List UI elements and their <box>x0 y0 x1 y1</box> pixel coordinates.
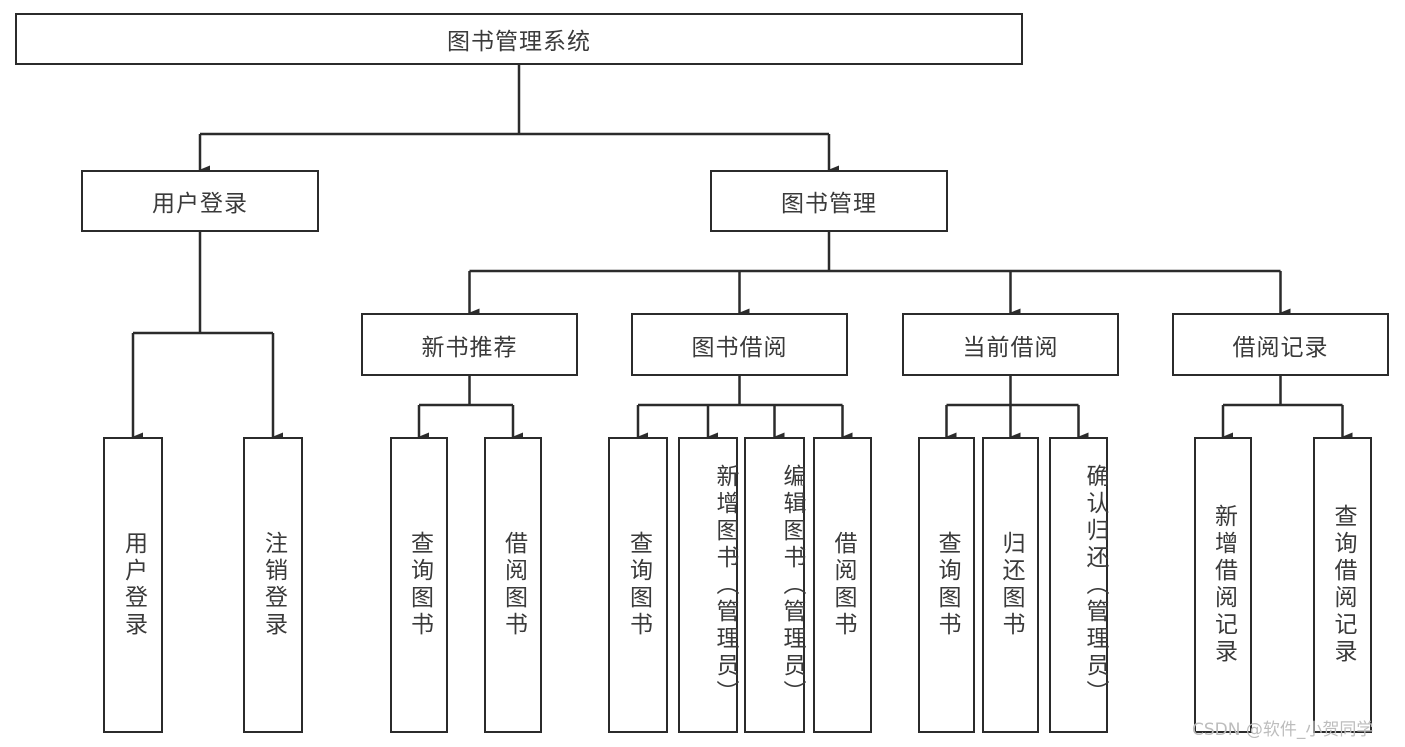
leaf-query-book-1[interactable]: 查询图书 <box>390 437 448 733</box>
leaf-query-book-2[interactable]: 查询图书 <box>608 437 668 733</box>
node-label: 图书管理 <box>781 191 877 217</box>
node-label: 确认归还（管理员） <box>1082 463 1108 707</box>
leaf-user-logout[interactable]: 注销登录 <box>243 437 303 733</box>
node-label: 编辑图书（管理员） <box>779 463 805 707</box>
leaf-borrow-book-2[interactable]: 借阅图书 <box>813 437 872 733</box>
node-label: 新书推荐 <box>421 334 518 361</box>
node-label: 借阅记录 <box>1232 334 1329 361</box>
leaf-borrow-book-1[interactable]: 借阅图书 <box>484 437 542 733</box>
node-label: 图书管理系统 <box>447 29 591 55</box>
node-label: 查询图书 <box>625 531 652 639</box>
leaf-return-book[interactable]: 归还图书 <box>982 437 1039 733</box>
node-label: 图书借阅 <box>691 334 788 361</box>
node-label: 归还图书 <box>998 531 1024 639</box>
node-label: 注销登录 <box>260 531 287 639</box>
node-label: 新增图书（管理员） <box>712 463 738 707</box>
node-book-borrow[interactable]: 图书借阅 <box>631 313 848 376</box>
leaf-add-record[interactable]: 新增借阅记录 <box>1194 437 1252 733</box>
leaf-query-book-3[interactable]: 查询图书 <box>918 437 975 733</box>
node-current-borrow[interactable]: 当前借阅 <box>902 313 1119 376</box>
node-new-book-rec[interactable]: 新书推荐 <box>361 313 578 376</box>
node-user-login[interactable]: 用户登录 <box>81 170 319 232</box>
node-label: 借阅图书 <box>830 531 856 639</box>
node-label: 借阅图书 <box>500 531 527 639</box>
node-label: 用户登录 <box>152 191 248 217</box>
node-label: 当前借阅 <box>962 334 1059 361</box>
node-label: 查询图书 <box>406 531 433 639</box>
node-label: 查询图书 <box>934 531 960 639</box>
leaf-edit-book[interactable]: 编辑图书（管理员） <box>744 437 805 733</box>
node-label: 查询借阅记录 <box>1330 504 1356 666</box>
leaf-query-record[interactable]: 查询借阅记录 <box>1313 437 1372 733</box>
node-root[interactable]: 图书管理系统 <box>15 13 1023 65</box>
node-label: 用户登录 <box>120 531 147 639</box>
node-label: 新增借阅记录 <box>1210 504 1237 666</box>
leaf-confirm-return[interactable]: 确认归还（管理员） <box>1049 437 1108 733</box>
leaf-user-login[interactable]: 用户登录 <box>103 437 163 733</box>
leaf-add-book[interactable]: 新增图书（管理员） <box>678 437 738 733</box>
node-book-manage[interactable]: 图书管理 <box>710 170 948 232</box>
node-borrow-record[interactable]: 借阅记录 <box>1172 313 1389 376</box>
